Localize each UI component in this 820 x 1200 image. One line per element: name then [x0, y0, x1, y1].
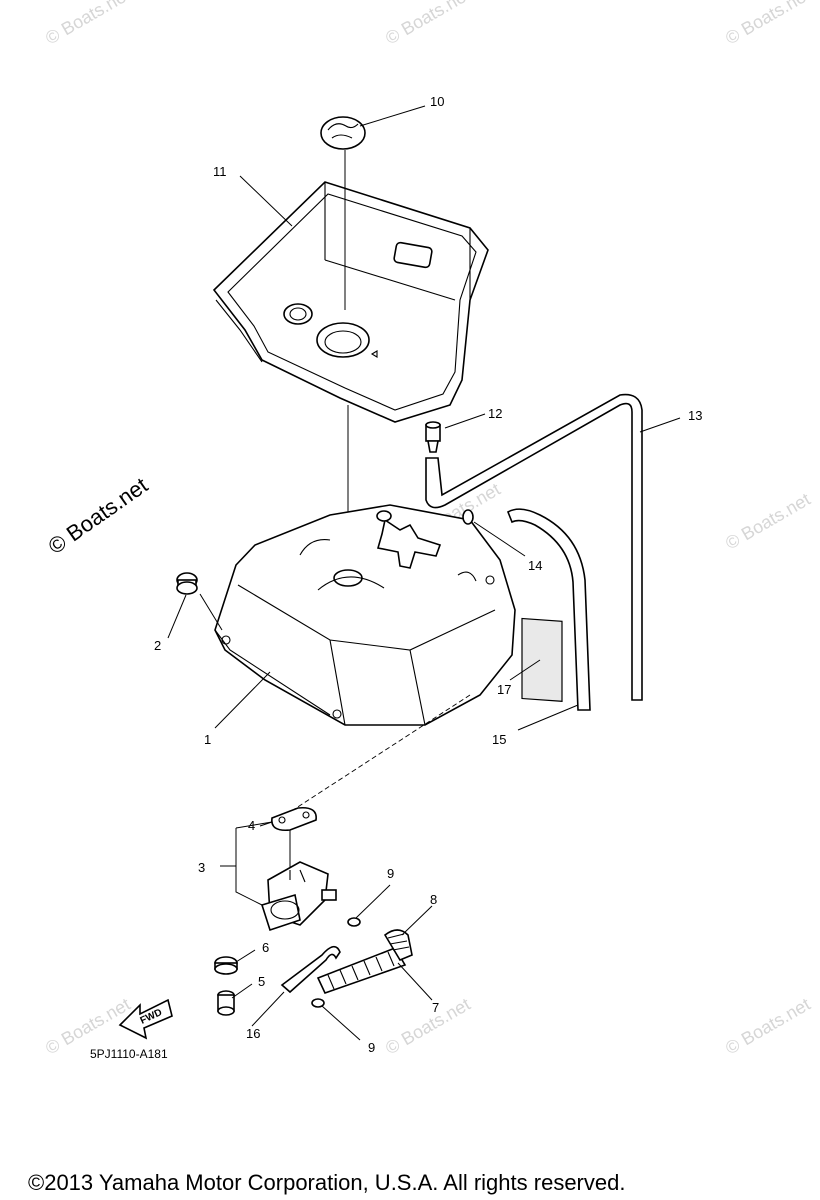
assembly-line — [289, 694, 471, 813]
watermark-dark: © Boats.net — [44, 472, 153, 559]
part-8-spring — [383, 929, 413, 962]
callout-17: 17 — [497, 682, 511, 697]
callout-9-lower: 9 — [368, 1040, 375, 1055]
diagram-code: 5PJ1110-A181 — [90, 1047, 168, 1061]
callout-6: 6 — [262, 940, 269, 955]
part-2-grommet — [176, 572, 198, 595]
watermark: © Boats.net — [722, 0, 814, 48]
callout-8: 8 — [430, 892, 437, 907]
callout-1: 1 — [204, 732, 211, 747]
part-6-washer — [214, 956, 238, 975]
callout-2: 2 — [154, 638, 161, 653]
part-14-clip — [462, 509, 474, 525]
part-17-pad — [521, 617, 563, 702]
part-11-tray — [212, 181, 489, 423]
watermark: © Boats.net — [42, 0, 134, 48]
callouts: 10 11 12 13 14 2 1 17 15 4 3 9 8 6 5 7 1… — [154, 94, 702, 1055]
callout-3: 3 — [198, 860, 205, 875]
part-5-drain-bolt — [217, 990, 235, 1016]
part-16-fuel-hose — [280, 945, 341, 994]
callout-11: 11 — [213, 164, 227, 179]
watermark: © Boats.net — [722, 489, 814, 553]
part-4-gasket — [271, 806, 317, 832]
part-9-clip-upper — [347, 917, 361, 927]
callout-7: 7 — [432, 1000, 439, 1015]
watermark: © Boats.net — [382, 994, 474, 1058]
part-10-cap — [320, 116, 366, 150]
part-13-breather-hose — [425, 393, 643, 701]
part-3-fuel-cock — [260, 861, 337, 932]
callout-4: 4 — [248, 818, 255, 833]
part-15-hose — [507, 508, 591, 711]
callout-14: 14 — [528, 558, 542, 573]
callout-5: 5 — [258, 974, 265, 989]
part-12-fitting — [425, 421, 441, 453]
callout-15: 15 — [492, 732, 506, 747]
watermark: © Boats.net — [382, 0, 474, 48]
copyright-notice: ©2013 Yamaha Motor Corporation, U.S.A. A… — [28, 1170, 625, 1195]
callout-12: 12 — [488, 406, 502, 421]
callout-9-upper: 9 — [387, 866, 394, 881]
callout-10: 10 — [430, 94, 444, 109]
watermark: © Boats.net — [722, 994, 814, 1058]
callout-13: 13 — [688, 408, 702, 423]
fwd-arrow-icon: FWD — [118, 998, 173, 1040]
leader-lines — [167, 105, 681, 1041]
part-7-protector — [316, 947, 407, 994]
callout-16: 16 — [246, 1026, 260, 1041]
part-9-clip-lower — [311, 998, 325, 1008]
part-1-fuel-tank — [214, 504, 516, 726]
